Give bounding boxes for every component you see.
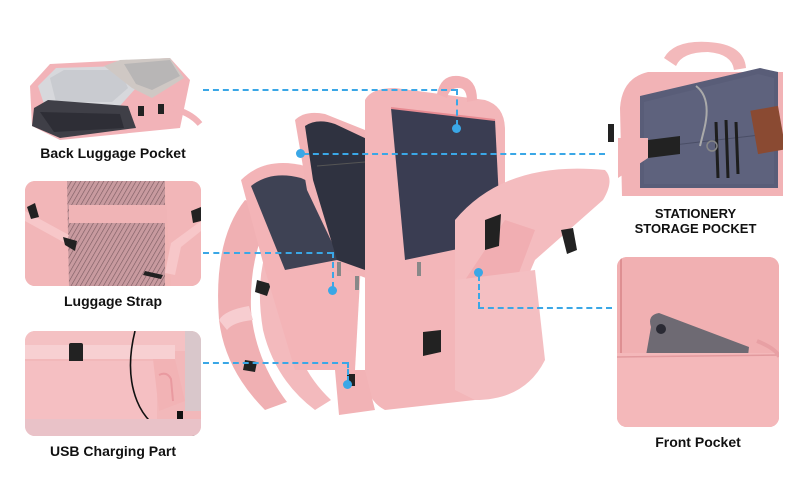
callout-dot-luggage-strap (328, 286, 337, 295)
usb-charging-part-label: USB Charging Part (49, 443, 176, 459)
luggage-strap-label: Luggage Strap (63, 293, 162, 309)
stationery-storage-pocket-photo (608, 38, 783, 196)
callout-dot-back-luggage-pocket (452, 124, 461, 133)
front-pocket-photo (617, 257, 779, 427)
usb-charging-part-photo (25, 331, 201, 436)
stationery-storage-pocket-label: STATIONERY STORAGE POCKET (608, 206, 783, 237)
stationery-label-line2: STORAGE POCKET (634, 220, 757, 236)
callout-line-front-pocket (478, 307, 612, 309)
front-pocket-label: Front Pocket (655, 434, 741, 450)
backpack-main-photo (205, 70, 615, 425)
callout-dot-usb-charging (343, 380, 352, 389)
back-luggage-pocket-label: Back Luggage Pocket (40, 145, 186, 161)
callout-line-back-luggage-pocket-v (456, 89, 458, 126)
stationery-label-line1: STATIONERY (654, 206, 737, 221)
callout-line-usb-charging-v (347, 362, 349, 382)
callout-dot-front-pocket (474, 268, 483, 277)
callout-line-luggage-strap (203, 252, 333, 254)
callout-line-back-luggage-pocket (203, 89, 457, 91)
callout-line-front-pocket-v (478, 275, 480, 308)
back-luggage-pocket-photo (20, 28, 205, 143)
callout-line-luggage-strap-v (332, 252, 334, 288)
callout-line-usb-charging (203, 362, 348, 364)
luggage-strap-photo (25, 181, 201, 286)
callout-line-stationery-pocket (303, 153, 605, 155)
callout-dot-stationery-pocket (296, 149, 305, 158)
